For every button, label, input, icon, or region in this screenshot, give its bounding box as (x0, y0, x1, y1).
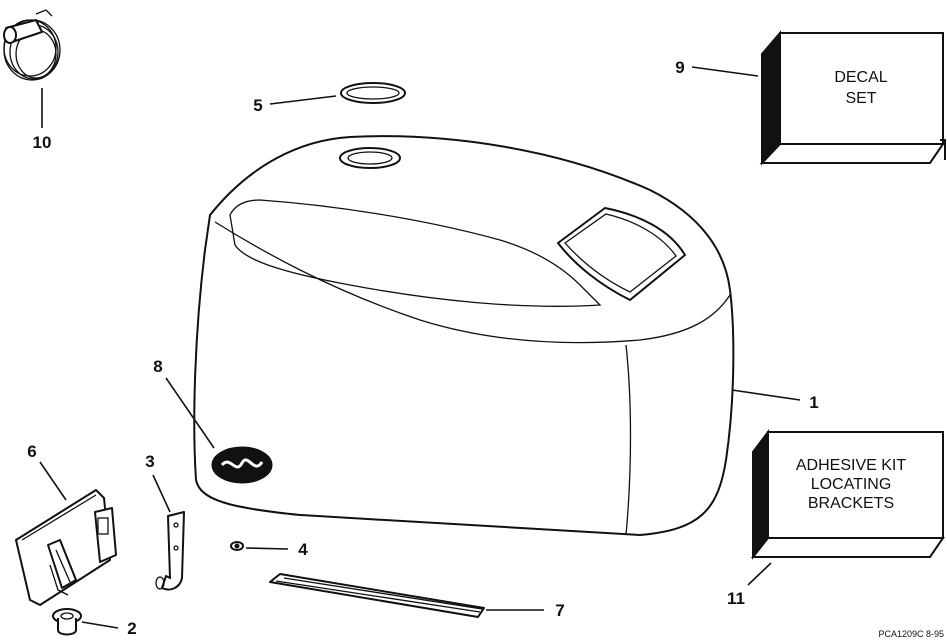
leader-line-8 (165, 377, 215, 449)
decal-set-box (759, 30, 946, 166)
callout-6: 6 (27, 442, 36, 461)
seal-strip-part (269, 573, 485, 618)
grommet-part (52, 608, 82, 636)
leader-line-11 (747, 562, 772, 586)
fastener-part (230, 541, 244, 551)
callout-10: 10 (33, 133, 52, 152)
leader-line-3 (152, 474, 171, 513)
adhesive-box-line1: ADHESIVE KIT (796, 457, 906, 474)
callout-11: 11 (727, 589, 745, 608)
adhesive-kit-box (750, 429, 945, 560)
callout-5: 5 (253, 96, 262, 115)
emblem-part (211, 446, 273, 484)
adhesive-box-line3: BRACKETS (808, 495, 894, 512)
engine-cover-part (193, 135, 735, 536)
callout-4: 4 (298, 540, 308, 559)
callout-9: 9 (675, 58, 684, 77)
leader-line-5 (269, 95, 337, 105)
callout-7: 7 (555, 601, 564, 620)
callout-3: 3 (145, 452, 154, 471)
decal-box-line1: DECAL (834, 69, 887, 86)
callout-8: 8 (153, 357, 162, 376)
o-ring-part (340, 82, 406, 104)
leader-line-9 (691, 66, 759, 77)
leader-line-2 (81, 621, 119, 629)
figure-code: PCA1209C 8-95 (878, 629, 944, 639)
leader-line-6 (39, 461, 67, 501)
adhesive-box-line2: LOCATING (811, 476, 892, 493)
leader-line-4 (245, 547, 289, 550)
leader-line-1 (731, 389, 801, 401)
callout-2: 2 (127, 619, 136, 638)
wire-harness-part (3, 9, 61, 81)
callout-1: 1 (809, 393, 818, 412)
latch-bracket-part (15, 489, 117, 606)
decal-box-line2: SET (845, 90, 876, 107)
hook-bracket-part (155, 511, 185, 591)
